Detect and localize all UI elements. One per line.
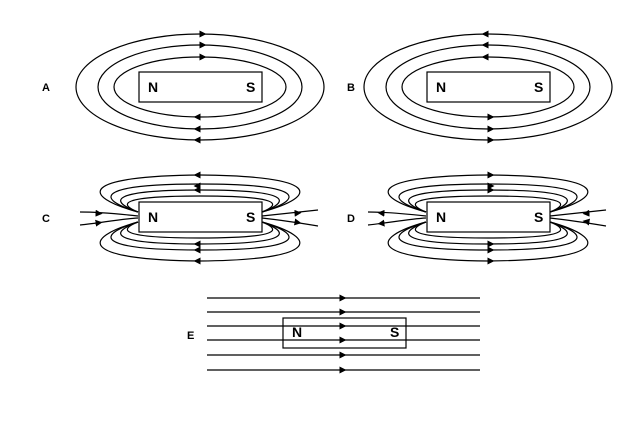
south-pole: S [534,79,543,95]
south-pole: S [534,209,543,225]
field-line [549,217,607,227]
field-line [549,209,607,217]
north-pole: N [148,209,158,225]
field-line [127,221,273,239]
field-line [261,209,319,217]
south-pole: S [246,209,255,225]
field-line [415,195,561,213]
north-pole: N [436,209,446,225]
panel-a: A N S [42,30,325,144]
field-line [261,217,319,227]
bar-magnet [138,71,263,103]
field-line [367,211,427,217]
south-pole: S [390,324,399,340]
panel-b: B N S [347,30,613,144]
field-line [79,217,139,226]
north-pole: N [148,79,158,95]
panel-label-d: D [347,213,355,225]
panel-label-c: C [42,213,50,225]
panel-d: D N S [347,171,607,265]
bar-magnet [426,201,551,233]
panel-label-e: E [187,330,194,342]
field-line [127,195,273,213]
panel-label-a: A [42,82,50,94]
south-pole: S [246,79,255,95]
panel-c: C N S [42,171,319,265]
panel-label-b: B [347,82,355,94]
field-line [79,211,139,217]
north-pole: N [436,79,446,95]
bar-magnet [138,201,263,233]
field-line [415,221,561,239]
field-line [367,217,427,226]
panel-e: E N S [187,294,480,374]
bar-magnet [426,71,551,103]
arrow-left [582,209,592,217]
north-pole: N [292,324,302,340]
